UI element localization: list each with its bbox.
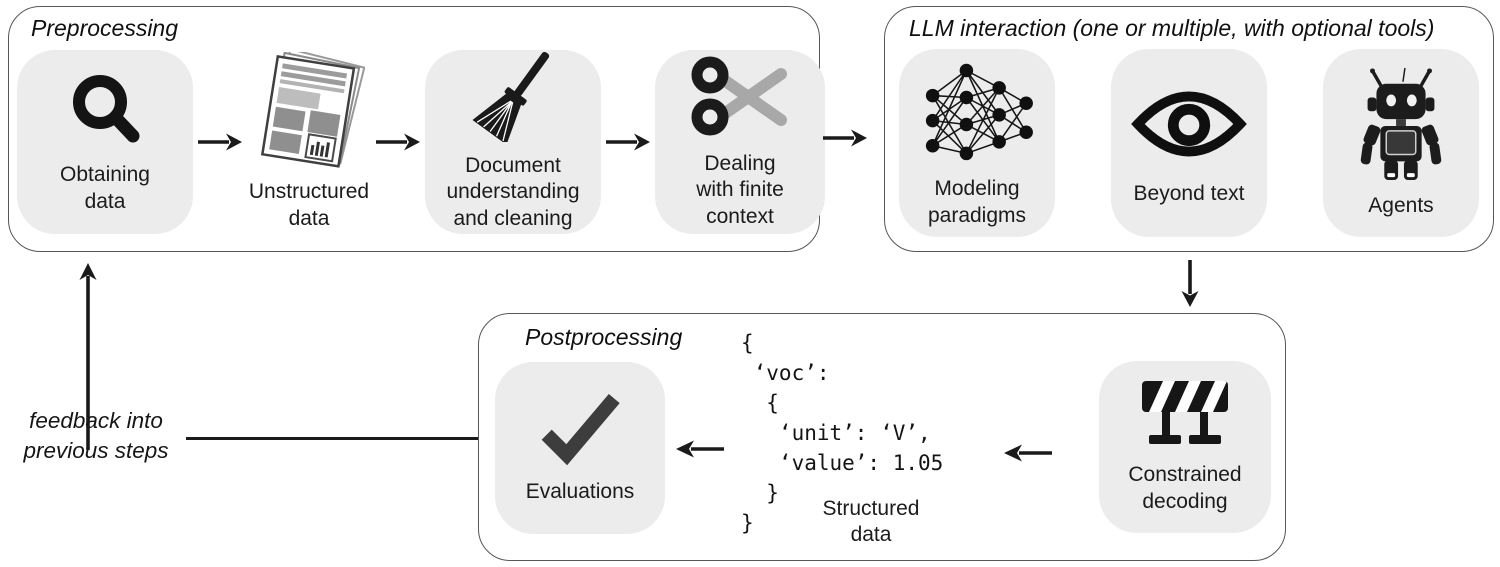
document-understanding-tile: Document understanding and cleaning (425, 50, 601, 234)
arrow-left-icon (1004, 444, 1052, 462)
code-line: ‘value’: 1.05 (741, 451, 944, 475)
neural-network-icon (925, 64, 1033, 161)
beyond-text-label: Beyond text (1133, 182, 1245, 206)
arrow-left-icon (676, 440, 724, 458)
evaluations-tile: Evaluations (495, 362, 665, 534)
llm-row: Modeling paradigms Beyond text (899, 47, 1479, 239)
agents-tile: Agents (1323, 49, 1479, 237)
obtaining-data-label: Obtaining data (60, 163, 150, 213)
feedback-line (186, 437, 478, 440)
modeling-paradigms-label: Modeling paradigms (927, 177, 1027, 227)
robot-icon (1360, 68, 1442, 181)
document-understanding-label: Document understanding and cleaning (446, 154, 580, 230)
code-line: } (741, 481, 779, 505)
llm-interaction-group: LLM interaction (one or multiple, with o… (884, 6, 1494, 252)
postprocessing-group: Postprocessing Evaluations { ‘voc’: { ‘u… (478, 313, 1286, 561)
unstructured-data-item: Unstructured data (247, 52, 371, 231)
checkmark-icon (541, 394, 620, 466)
arrow-down-icon (1181, 260, 1199, 307)
agents-label: Agents (1368, 194, 1434, 218)
evaluations-label: Evaluations (525, 480, 635, 504)
arrow-right-icon (823, 129, 867, 147)
constrained-decoding-label: Constrained decoding (1128, 463, 1242, 513)
finite-context-tile: Dealing with finite context (655, 50, 825, 234)
code-line: { (741, 331, 754, 355)
unstructured-data-label: Unstructured data (248, 180, 370, 230)
search-icon (73, 75, 140, 143)
code-line: ‘unit’: ‘V’, (741, 421, 931, 445)
code-line: } (741, 511, 754, 535)
code-line: ‘voc’: (741, 361, 830, 385)
newspaper-icon (260, 52, 365, 169)
postprocessing-title: Postprocessing (525, 324, 683, 350)
preprocessing-title: Preprocessing (31, 15, 179, 41)
eye-icon (1131, 92, 1247, 157)
preprocessing-row: Obtaining data (17, 47, 825, 237)
broom-icon (472, 52, 550, 143)
llm-interaction-title: LLM interaction (one or multiple, with o… (909, 15, 1435, 41)
scissors-icon (691, 56, 787, 136)
code-line: { (741, 391, 779, 415)
obtaining-data-tile: Obtaining data (17, 50, 193, 234)
barrier-icon (1142, 381, 1228, 445)
structured-data-caption: Structured data (822, 497, 920, 547)
preprocessing-group: Preprocessing Obtaining data (8, 6, 825, 252)
arrow-right-icon (376, 133, 420, 151)
arrow-right-icon (198, 133, 242, 151)
constrained-decoding-tile: Constrained decoding (1099, 361, 1271, 533)
beyond-text-tile: Beyond text (1111, 49, 1267, 237)
modeling-paradigms-tile: Modeling paradigms (899, 49, 1055, 237)
arrow-right-icon (606, 133, 650, 151)
finite-context-label: Dealing with finite context (696, 152, 784, 228)
structured-data-code: { ‘voc’: { ‘unit’: ‘V’, ‘value’: 1.05 } … (741, 328, 943, 538)
feedback-label: feedback into previous steps (23, 408, 169, 463)
arrow-up-icon (79, 263, 97, 450)
